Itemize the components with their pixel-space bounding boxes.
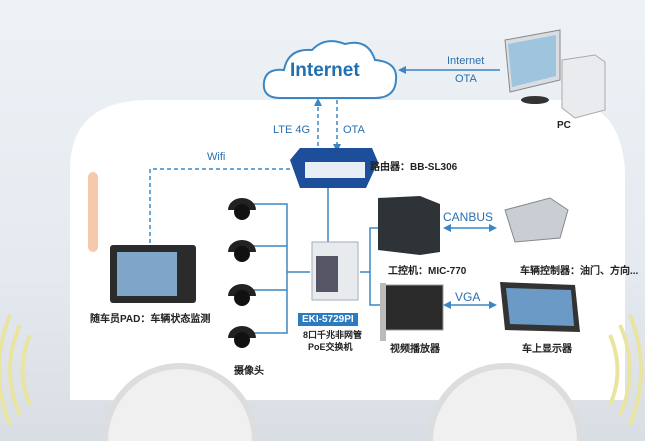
signal-left-icon <box>0 314 32 426</box>
router-label: 路由器：BB-SL306 <box>370 162 458 173</box>
switch-desc-line1: 8口千兆非网管 <box>303 330 363 340</box>
pc-label: PC <box>557 120 571 131</box>
canbus-label: CANBUS <box>443 210 494 224</box>
cameras-label: 摄像头 <box>234 366 264 377</box>
cloud-label: Internet <box>290 60 360 81</box>
lte-label: LTE 4G <box>273 124 311 136</box>
video-player-icon <box>384 284 444 331</box>
ota-label: OTA <box>343 124 365 136</box>
switch-desc-line2: PoE交换机 <box>308 342 353 352</box>
ipc-icon <box>378 196 440 255</box>
vga-label: VGA <box>455 290 481 304</box>
cloud-icon <box>262 40 398 99</box>
wifi-label: Wifi <box>207 151 226 163</box>
controller-icon <box>504 197 569 243</box>
switch-model-badge: EKI-5729PI <box>298 313 358 326</box>
video-player-label: 视频播放器 <box>390 344 440 355</box>
pc-internet-label: Internet <box>447 55 485 67</box>
vehicle-light <box>88 172 98 252</box>
signal-right-icon <box>608 314 643 426</box>
pc-ota-label: OTA <box>455 73 477 85</box>
ipc-label: 工控机：MIC-770 <box>388 266 467 277</box>
camera-links <box>250 203 385 334</box>
pc-tower-icon <box>561 54 606 119</box>
wheel-left <box>102 363 258 441</box>
wifi-link-line <box>149 168 290 245</box>
wheel-right <box>427 363 583 441</box>
display-label: 车上显示器 <box>522 344 572 355</box>
controller-label: 车辆控制器：油门、方向... <box>520 266 639 277</box>
keyboard-icon <box>521 96 549 104</box>
camera-icon <box>228 198 256 348</box>
pad-label: 随车员PAD：车辆状态监测 <box>90 314 211 325</box>
